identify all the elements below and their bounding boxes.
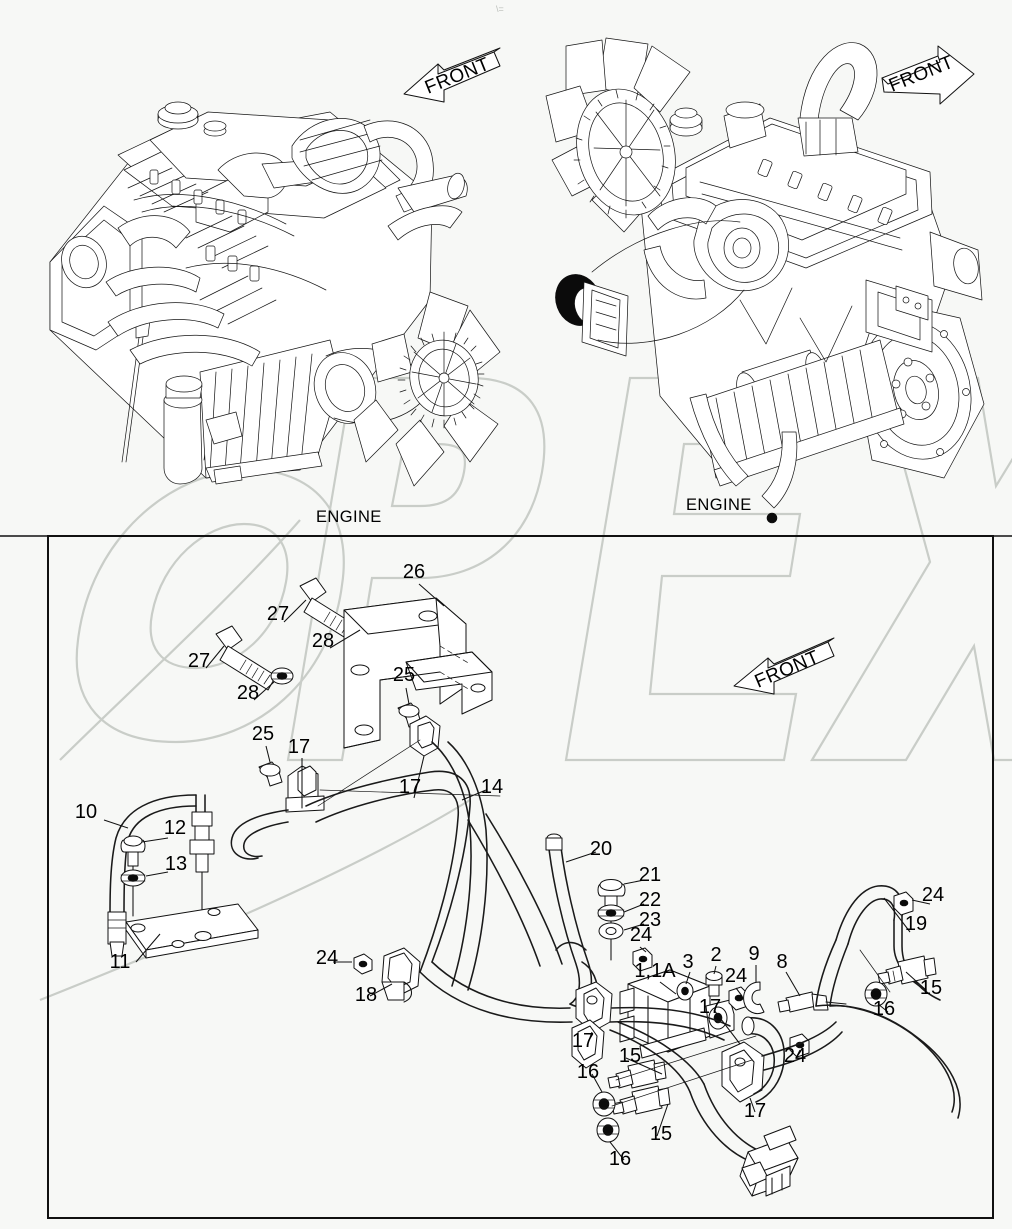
engine-left-linework <box>49 101 501 487</box>
nut-24-center <box>632 947 653 972</box>
engine-caption-right: ENGINE <box>686 496 752 514</box>
engine-right-linework <box>545 37 985 524</box>
clamp-17-midright <box>571 1019 605 1069</box>
callout-3: 3 <box>682 951 693 973</box>
callout-16-c: 16 <box>873 998 895 1020</box>
nut-24-right <box>893 891 914 916</box>
bolt-12 <box>120 835 146 917</box>
callout-8: 8 <box>776 951 787 973</box>
callout-16-b: 16 <box>609 1148 631 1170</box>
callout-28-b: 28 <box>237 682 259 704</box>
front-arrow-top-right: FRONT <box>881 45 975 105</box>
callout-24-b: 24 <box>316 947 338 969</box>
bolt-27-lower <box>215 625 277 691</box>
callout-15-c: 15 <box>920 977 942 999</box>
callout-15-b: 15 <box>650 1123 672 1145</box>
washer-22 <box>597 904 625 922</box>
top-mark: \= <box>496 4 504 14</box>
callout-20: 20 <box>590 838 612 860</box>
callout-26: 26 <box>403 561 425 583</box>
callout-25-b: 25 <box>393 664 415 686</box>
nut-24-left <box>353 953 373 975</box>
washer-16-mid <box>596 1117 620 1143</box>
callout-28-a: 28 <box>312 630 334 652</box>
washer-16-upper <box>592 1091 616 1117</box>
callout-10: 10 <box>75 801 97 823</box>
callout-17-b: 17 <box>399 776 421 798</box>
hose-small-left <box>230 809 289 860</box>
clamp-17-bottom <box>721 1041 765 1103</box>
bolt-25-left <box>258 761 283 787</box>
callout-24-c: 24 <box>725 965 747 987</box>
washer-23 <box>598 922 624 940</box>
hose-lower-run <box>419 961 961 1119</box>
engine-caption-left: ENGINE <box>316 508 382 526</box>
panel-border <box>47 535 994 1219</box>
hose-14-bundle <box>305 741 563 991</box>
callout-27-b: 27 <box>188 650 210 672</box>
callout-17-a: 17 <box>288 736 310 758</box>
plug-3 <box>676 981 694 1001</box>
callout-12: 12 <box>164 817 186 839</box>
bolt-25-mid <box>397 702 422 728</box>
callout-22: 22 <box>639 889 661 911</box>
callout-24-d: 24 <box>784 1045 806 1067</box>
callout-9: 9 <box>748 943 759 965</box>
callout-1-1A: 1,1A <box>634 960 676 982</box>
plug-15-right <box>877 955 937 985</box>
plate-11 <box>125 903 259 959</box>
nut-24-right-of-valve <box>728 986 749 1011</box>
callout-13: 13 <box>165 853 187 875</box>
callout-27-a: 27 <box>267 603 289 625</box>
callout-17-d: 17 <box>699 996 721 1018</box>
callout-25-a: 25 <box>252 723 274 745</box>
callout-11: 11 <box>110 951 131 973</box>
callout-19: 19 <box>905 913 927 935</box>
callout-2: 2 <box>710 944 721 966</box>
sensor-assembly <box>189 794 215 921</box>
clamp-17-left <box>285 765 325 813</box>
bolt-2 <box>705 971 723 997</box>
callout-14: 14 <box>481 776 503 798</box>
bottom-connector <box>689 1083 799 1197</box>
callout-23: 23 <box>639 909 661 931</box>
bracket-26 <box>343 597 493 749</box>
ring-9 <box>743 981 765 1015</box>
callout-17-e: 17 <box>744 1100 766 1122</box>
washer-16-right <box>864 981 888 1007</box>
callout-16-a: 16 <box>577 1061 599 1083</box>
clamp-17-mid <box>409 715 441 757</box>
callout-17-c: 17 <box>572 1030 594 1052</box>
washer-13 <box>120 869 146 887</box>
plug-15-upper <box>607 1059 667 1089</box>
callout-24-a: 24 <box>630 924 652 946</box>
washer-28-lower <box>270 667 294 685</box>
callout-21: 21 <box>639 864 661 886</box>
callout-24-e: 24 <box>922 884 944 906</box>
bolt-21 <box>597 879 626 961</box>
callout-18: 18 <box>355 984 377 1006</box>
callout-15-a: 15 <box>619 1045 641 1067</box>
